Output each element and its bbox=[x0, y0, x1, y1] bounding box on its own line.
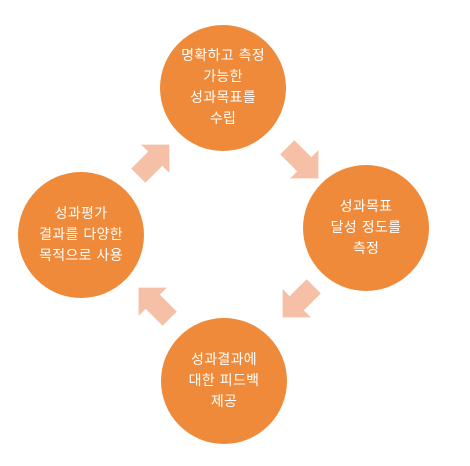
node-measure-achievement-label: 성과목표 달성 정도를 측정 bbox=[330, 198, 402, 257]
arrow-right-to-bottom bbox=[282, 279, 321, 318]
node-set-goals-label: 명확하고 측정 가능한 성과목표를 수립 bbox=[181, 48, 265, 127]
node-measure-achievement: 성과목표 달성 정도를 측정 bbox=[303, 165, 429, 291]
node-provide-feedback-label: 성과결과에 대한 피드백 제공 bbox=[188, 351, 260, 410]
node-use-results: 성과평가 결과를 다양한 목적으로 사용 bbox=[18, 172, 144, 298]
node-set-goals: 명확하고 측정 가능한 성과목표를 수립 bbox=[160, 25, 286, 151]
arrow-left-to-top bbox=[131, 144, 170, 183]
node-provide-feedback: 성과결과에 대한 피드백 제공 bbox=[161, 318, 287, 444]
arrow-bottom-to-left bbox=[138, 287, 177, 326]
node-use-results-label: 성과평가 결과를 다양한 목적으로 사용 bbox=[39, 205, 123, 264]
